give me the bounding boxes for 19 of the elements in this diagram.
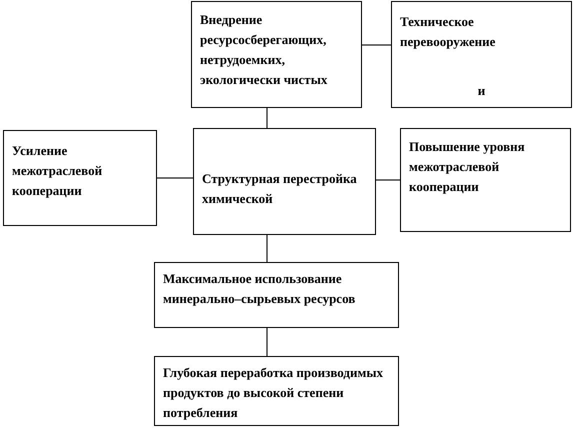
text-box	[191, 1, 362, 108]
box-text: Глубокая переработка производимых продуктов до высокой степени потребления	[163, 364, 384, 422]
box-text: и	[476, 82, 486, 100]
box-text: Внедрение ресурсосберегающих, нетрудоемких, экологически чистых	[200, 11, 328, 89]
connector-line	[266, 108, 268, 128]
box-text: Максимальное использование минерально–сырьевых ресурсов	[163, 270, 356, 308]
connector-line	[362, 44, 392, 46]
text-box	[391, 1, 572, 108]
box-text: Техническое перевооружение	[400, 13, 496, 51]
connector-line	[266, 328, 268, 356]
box-text: Усиление межотраслевой кооперации	[12, 142, 104, 200]
text-box	[154, 262, 399, 328]
text-box	[400, 128, 571, 232]
text-box	[154, 356, 399, 426]
connector-line	[266, 234, 268, 262]
box-text: Структурная перестройка химической	[202, 170, 358, 208]
box-text: Повышение уровня межотраслевой кооперации	[409, 138, 526, 196]
text-box	[193, 128, 376, 235]
text-box	[3, 130, 157, 226]
